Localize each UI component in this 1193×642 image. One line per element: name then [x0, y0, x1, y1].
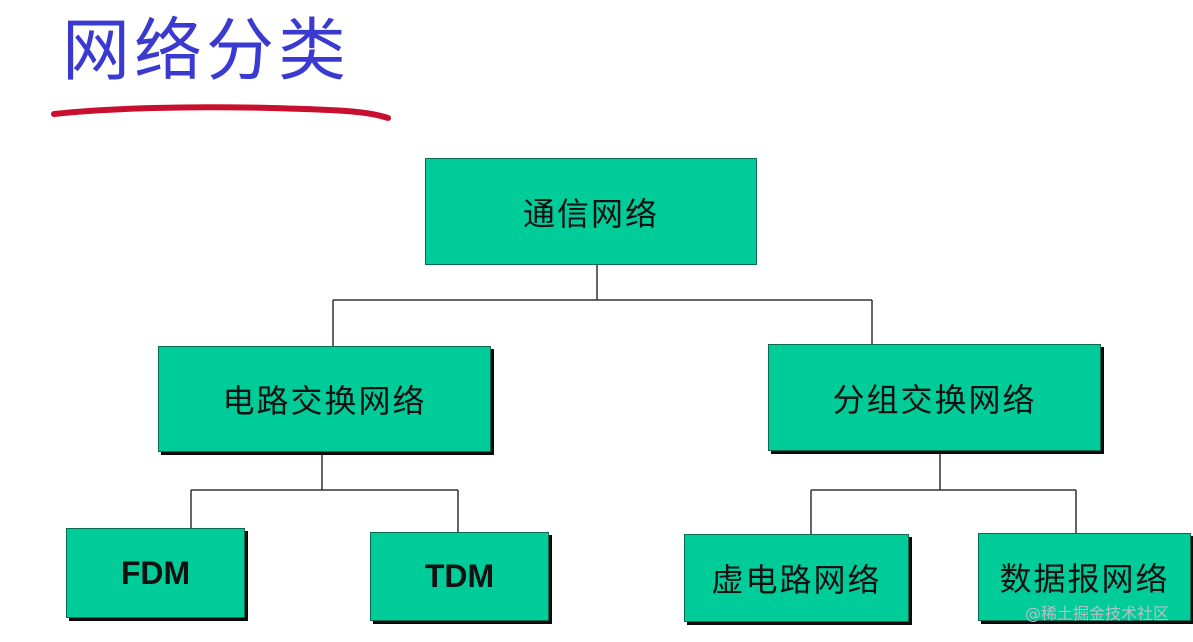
- node-virtual-circuit-network: 虚电路网络: [684, 534, 909, 622]
- node-packet-switching-network: 分组交换网络: [768, 344, 1101, 451]
- node-datagram-network: 数据报网络: [978, 533, 1191, 621]
- node-tdm: TDM: [370, 532, 549, 621]
- page-title: 网络分类: [62, 12, 351, 91]
- watermark: @稀土掘金技术社区: [1024, 604, 1169, 623]
- title-underline: [51, 104, 391, 121]
- node-fdm: FDM: [66, 528, 245, 618]
- node-circuit-switching-network: 电路交换网络: [158, 346, 491, 452]
- node-communication-network: 通信网络: [425, 158, 757, 265]
